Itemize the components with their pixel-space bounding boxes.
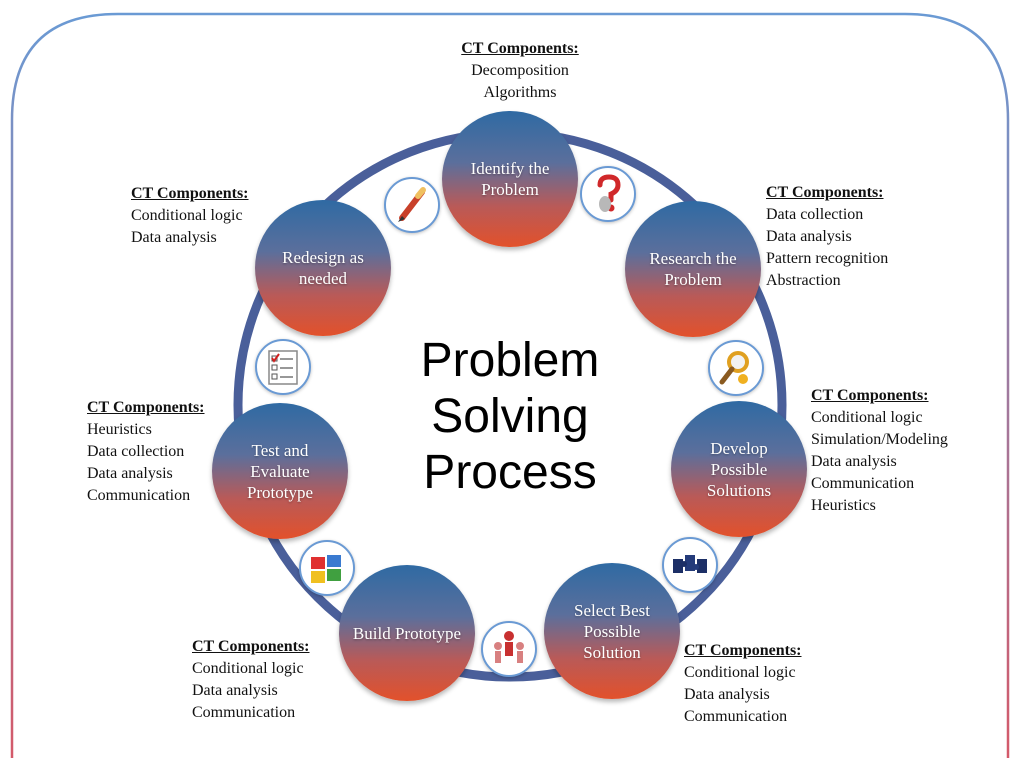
step-test-evaluate: Test and Evaluate Prototype: [212, 403, 348, 539]
ct-components-redesign: CT Components: Conditional logic Data an…: [131, 183, 249, 249]
step-label: Identify the Problem: [470, 159, 550, 199]
ct-item: Pattern recognition: [766, 250, 889, 267]
step-label: Research the Problem: [649, 249, 737, 289]
step-identify-problem: Identify the Problem: [442, 111, 578, 247]
ct-item: Data collection: [766, 206, 864, 223]
ct-item: Data analysis: [766, 228, 852, 245]
ct-item: Decomposition: [471, 62, 569, 79]
title-line-1: Problem: [420, 334, 600, 387]
frame-border: [10, 12, 1010, 758]
title-line-3: Process: [423, 446, 597, 499]
checklist-icon: [255, 339, 311, 395]
ct-components-research: CT Components: Data collection Data anal…: [766, 182, 888, 292]
ct-item: Communication: [684, 708, 788, 725]
question-mark-icon: [580, 166, 636, 222]
ct-item: Heuristics: [87, 421, 152, 438]
pencil-icon: [384, 177, 440, 233]
ct-item: Conditional logic: [811, 409, 923, 426]
ct-components-develop: CT Components: Conditional logic Simulat…: [811, 385, 948, 517]
ct-item: Conditional logic: [684, 664, 796, 681]
step-label: Build Prototype: [352, 623, 462, 643]
ct-item: Data analysis: [131, 229, 217, 246]
step-label: Develop Possible Solutions: [706, 438, 772, 500]
step-select-solution: Select Best Possible Solution: [544, 563, 680, 699]
center-title: Problem Solving Process: [380, 333, 640, 501]
ct-heading: CT Components:: [87, 399, 205, 416]
step-research-problem: Research the Problem: [625, 201, 761, 337]
ct-item: Data analysis: [192, 682, 278, 699]
ct-heading: CT Components:: [131, 185, 249, 202]
puzzle-pieces-icon: [662, 537, 718, 593]
ct-item: Data analysis: [811, 453, 897, 470]
ct-components-select: CT Components: Conditional logic Data an…: [684, 640, 802, 728]
title-line-2: Solving: [431, 390, 589, 443]
ct-item: Simulation/Modeling: [811, 431, 948, 448]
ct-item: Communication: [192, 704, 296, 721]
ct-heading: CT Components:: [192, 638, 310, 655]
ct-heading: CT Components:: [461, 40, 579, 57]
ct-item: Data analysis: [87, 465, 173, 482]
step-redesign: Redesign as needed: [255, 200, 391, 336]
ct-item: Conditional logic: [131, 207, 243, 224]
ct-item: Algorithms: [483, 84, 557, 101]
step-label: Redesign as needed: [282, 248, 364, 288]
ct-components-identify: CT Components: Decomposition Algorithms: [420, 38, 620, 104]
step-develop-solutions: Develop Possible Solutions: [671, 401, 807, 537]
ct-item: Communication: [87, 487, 191, 504]
ct-item: Data analysis: [684, 686, 770, 703]
ct-components-test: CT Components: Heuristics Data collectio…: [87, 397, 205, 507]
ct-item: Data collection: [87, 443, 185, 460]
ct-item: Conditional logic: [192, 660, 304, 677]
magnifying-glass-icon: [708, 340, 764, 396]
ct-heading: CT Components:: [766, 184, 884, 201]
step-label: Select Best Possible Solution: [573, 600, 650, 662]
ct-components-build: CT Components: Conditional logic Data an…: [192, 636, 310, 724]
ct-heading: CT Components:: [811, 387, 929, 404]
ct-item: Abstraction: [766, 272, 841, 289]
puzzle-figures-icon: [299, 540, 355, 596]
ct-heading: CT Components:: [684, 642, 802, 659]
ct-item: Heuristics: [811, 497, 876, 514]
step-label: Test and Evaluate Prototype: [246, 440, 314, 502]
ct-item: Communication: [811, 475, 915, 492]
step-build-prototype: Build Prototype: [339, 565, 475, 701]
people-group-icon: [481, 621, 537, 677]
